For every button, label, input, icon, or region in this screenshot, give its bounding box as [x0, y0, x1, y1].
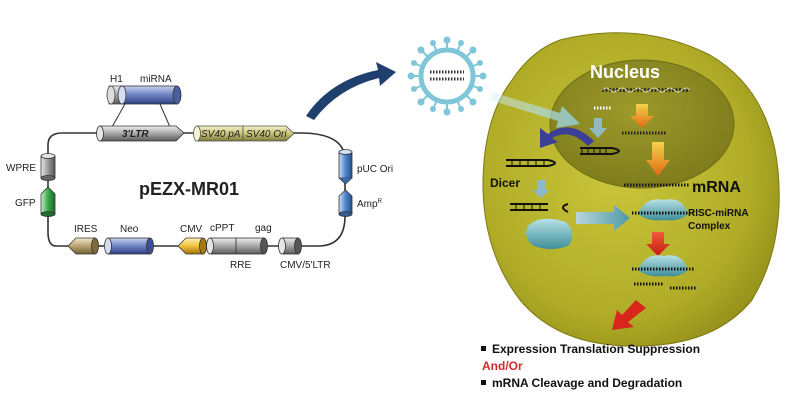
sv40ori-label: SV40 Ori — [246, 129, 287, 140]
ltr3-element: 3'LTR — [96, 125, 185, 142]
entry-arrow — [490, 92, 580, 128]
mirna-duplex — [510, 203, 569, 213]
cytoplasm-hairpin — [506, 159, 556, 167]
risc-label-line2: Complex — [688, 221, 731, 232]
risc-complex-cleaved — [632, 255, 696, 290]
puc-label: pUC Ori — [357, 164, 393, 175]
mrna-label: mRNA — [692, 179, 741, 196]
sv40-elements: SV40 pA SV40 Ori — [193, 125, 295, 142]
bullet-icon — [481, 380, 486, 385]
assembly-arrow — [576, 205, 630, 231]
outcome-row-andor: And/Or — [481, 357, 781, 374]
mirna-cylinder — [121, 85, 178, 105]
outcome-arrow — [612, 300, 646, 330]
ires-label: IRES — [74, 224, 98, 235]
sv40pa-label: SV40 pA — [201, 129, 241, 140]
mirna-label: miRNA — [140, 74, 172, 85]
amp-element: AmpR — [338, 189, 383, 217]
transcription-arrow — [630, 104, 654, 128]
puc-ori-element: pUC Ori — [338, 149, 393, 185]
pre-mirna-hairpin — [580, 147, 620, 155]
outcome-legend: Expression Translation Suppression And/O… — [481, 340, 781, 391]
h1-label: H1 — [110, 74, 123, 85]
ires-element: IRES — [67, 224, 99, 255]
risc-label-line1: RISC-miRNA — [688, 208, 749, 219]
cmv-element: CMV — [177, 224, 207, 255]
outcome-andor: And/Or — [482, 358, 523, 373]
bullet-icon — [481, 346, 486, 351]
gfp-element: GFP — [15, 186, 56, 217]
delivery-arrow — [306, 62, 396, 120]
gag-label: gag — [255, 223, 272, 234]
outcome-row-2: mRNA Cleavage and Degradation — [481, 374, 781, 391]
outcome-line1: Expression Translation Suppression — [492, 341, 701, 356]
h1-mirna-cassette: H1 miRNA — [106, 74, 182, 128]
dicer-label: Dicer — [490, 176, 520, 190]
outcome-row-1: Expression Translation Suppression — [481, 340, 781, 357]
export-arrow — [540, 127, 594, 148]
cmv5ltr-element: CMV/5'LTR — [278, 237, 331, 271]
risc-blob — [526, 218, 573, 249]
plasmid-map: H1 miRNA 3'LTR SV40 pA SV40 Ori pUC Ori — [6, 74, 393, 271]
nucleus-label: Nucleus — [590, 62, 660, 82]
cleavage-arrow — [646, 232, 670, 256]
neo-element: Neo — [104, 224, 154, 255]
wpre-element: WPRE — [6, 153, 56, 181]
neo-label: Neo — [120, 224, 139, 235]
cell: Nucleus Dicer — [482, 32, 780, 347]
cmv-label: CMV — [180, 224, 203, 235]
nuclear-dna — [594, 87, 691, 135]
ltr3-label: 3'LTR — [122, 129, 149, 140]
cppt-gag-rre-element: cPPT gag RRE — [206, 223, 272, 271]
gfp-label: GFP — [15, 198, 36, 209]
amp-label: AmpR — [357, 199, 383, 210]
outcome-line2: mRNA Cleavage and Degradation — [492, 375, 683, 390]
rre-label: RRE — [230, 260, 251, 271]
cmv5ltr-label: CMV/5'LTR — [280, 260, 331, 271]
risc-complex — [632, 199, 694, 221]
virus-particle — [407, 36, 487, 116]
plasmid-name: pEZX-MR01 — [139, 179, 239, 199]
cppt-label: cPPT — [210, 223, 234, 234]
wpre-label: WPRE — [6, 163, 36, 174]
